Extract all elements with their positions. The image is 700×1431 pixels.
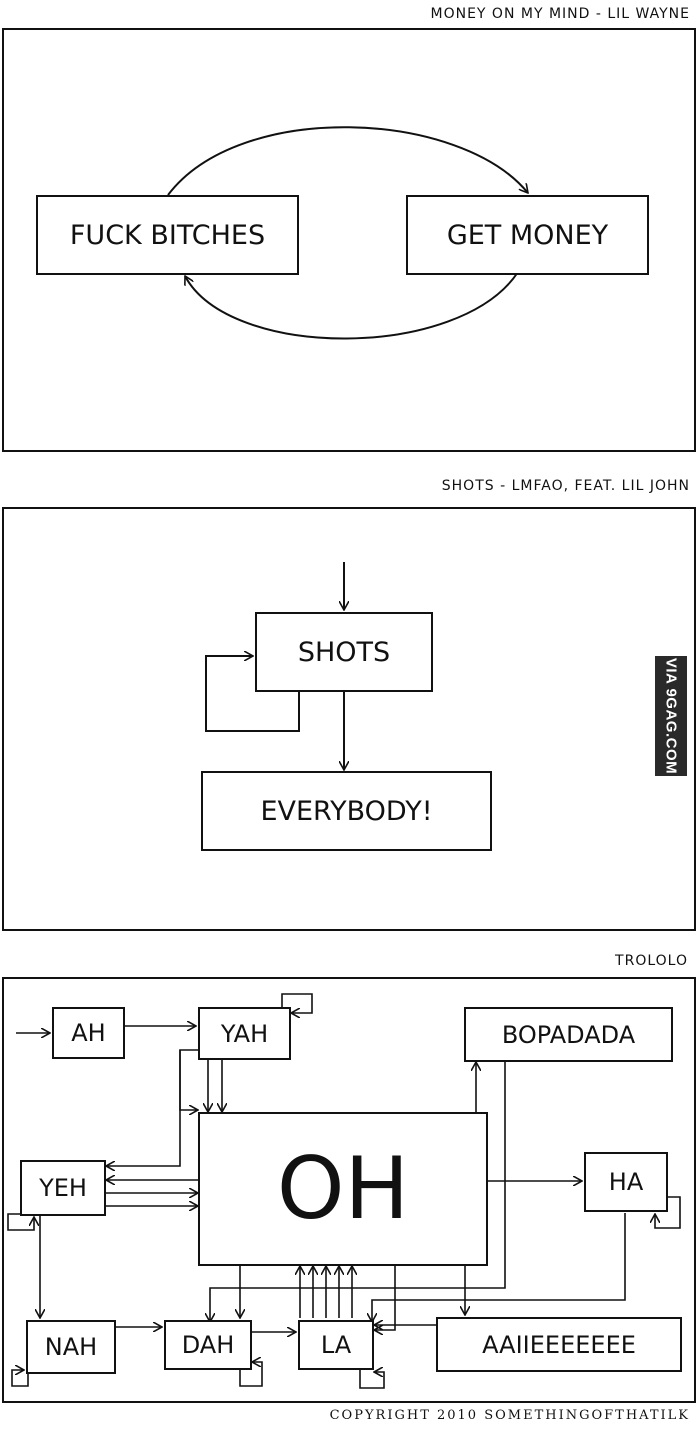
box-ah: AH xyxy=(52,1007,125,1059)
box-fuck-bitches: FUCK BITCHES xyxy=(36,195,299,275)
box-yeh: YEH xyxy=(20,1160,106,1216)
box-get-money: GET MONEY xyxy=(406,195,649,275)
box-oh: OH xyxy=(198,1112,488,1266)
box-ha: HA xyxy=(584,1152,668,1212)
box-bopadada: BOPADADA xyxy=(464,1007,673,1062)
copyright-notice: COPYRIGHT 2010 SOMETHINGOFTHATILK xyxy=(329,1408,690,1423)
box-nah: NAH xyxy=(26,1320,116,1374)
box-aaiieeeeeee: AAIIEEEEEEE xyxy=(436,1317,682,1372)
box-everybody: EVERYBODY! xyxy=(201,771,492,851)
panel3-caption: TROLOLO xyxy=(615,953,688,969)
box-la: LA xyxy=(298,1320,374,1370)
panel1-caption: MONEY ON MY MIND - LIL WAYNE xyxy=(430,6,690,22)
panel-shots xyxy=(2,507,696,931)
box-yah: YAH xyxy=(198,1007,291,1060)
via-9gag-watermark: VIA 9GAG.COM xyxy=(655,656,687,776)
panel2-caption: SHOTS - LMFAO, FEAT. LIL JOHN xyxy=(441,478,690,494)
box-shots: SHOTS xyxy=(255,612,433,692)
box-dah: DAH xyxy=(164,1320,252,1370)
